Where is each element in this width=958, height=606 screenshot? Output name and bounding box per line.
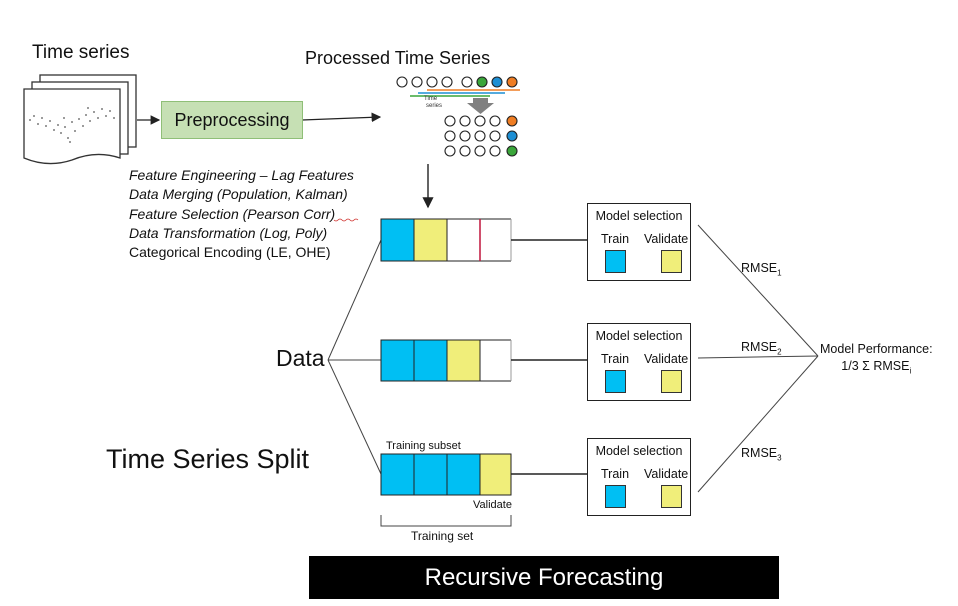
step-feature-selection: Feature Selection (Pearson Corr) xyxy=(129,205,336,222)
processed-time-series-title: Processed Time Series xyxy=(305,48,491,68)
train-swatch xyxy=(605,250,626,273)
fold-3-bar xyxy=(380,453,512,496)
train-label: Train xyxy=(601,467,630,481)
validate-swatch xyxy=(661,250,682,273)
preprocessing-box: Preprocessing xyxy=(161,101,303,139)
training-subset-label: Training subset xyxy=(386,440,461,452)
performance-line-1: Model Performance: xyxy=(820,342,933,356)
processed-series-dots xyxy=(396,76,518,157)
model-selection-title: Model selection xyxy=(595,209,683,223)
model-selection-box-2: Model selection Train Validate xyxy=(587,323,691,401)
time-series-split-title: Time Series Split xyxy=(106,444,310,474)
processed-mini-label: Time series xyxy=(424,96,442,110)
train-label: Train xyxy=(601,352,630,366)
validate-swatch xyxy=(661,485,682,508)
model-selection-title: Model selection xyxy=(595,444,683,458)
model-selection-title: Model selection xyxy=(595,329,683,343)
performance-line-2: 1/3 Σ RMSEi xyxy=(841,359,912,376)
time-series-stack-icon xyxy=(23,74,137,165)
validate-swatch xyxy=(661,370,682,393)
model-selection-box-1: Model selection Train Validate xyxy=(587,203,691,281)
step-data-transformation: Data Transformation (Log, Poly) xyxy=(129,224,328,241)
mini-label-line-2: series xyxy=(426,103,443,109)
validate-label: Validate xyxy=(644,232,689,246)
recursive-forecasting-banner: Recursive Forecasting xyxy=(309,556,779,599)
preprocessing-label: Preprocessing xyxy=(174,110,290,130)
data-label: Data xyxy=(276,345,325,371)
mini-label-line-1: Time xyxy=(424,96,438,102)
validate-label: Validate xyxy=(644,467,689,481)
validate-label: Validate xyxy=(473,499,512,511)
step-feature-engineering: Feature Engineering – Lag Features xyxy=(129,167,354,183)
arrow-to-processed xyxy=(301,112,382,123)
train-swatch xyxy=(605,370,626,393)
step-categorical-encoding: Categorical Encoding (LE, OHE) xyxy=(129,244,331,261)
recursive-forecasting-label: Recursive Forecasting xyxy=(424,564,664,591)
model-performance-label: Model Performance: 1/3 Σ RMSEi xyxy=(820,341,933,380)
model-selection-box-3: Model selection Train Validate xyxy=(587,438,691,516)
train-label: Train xyxy=(601,232,630,246)
step-data-merging: Data Merging (Population, Kalman) xyxy=(129,186,348,203)
time-series-title: Time series xyxy=(32,42,130,63)
grey-down-arrow-icon xyxy=(467,98,494,114)
training-set-label: Training set xyxy=(411,529,474,543)
validate-label: Validate xyxy=(644,352,689,366)
fold-1-bar xyxy=(380,218,512,262)
rmse-2-label: RMSE2 xyxy=(741,340,782,357)
rmse-3-label: RMSE3 xyxy=(741,446,782,463)
training-set-bracket xyxy=(380,515,512,527)
rmse-1-label: RMSE1 xyxy=(741,261,782,278)
fold-2-bar xyxy=(380,339,512,382)
processing-steps-list: Feature Engineering – Lag Features Data … xyxy=(129,166,354,262)
train-swatch xyxy=(605,485,626,508)
